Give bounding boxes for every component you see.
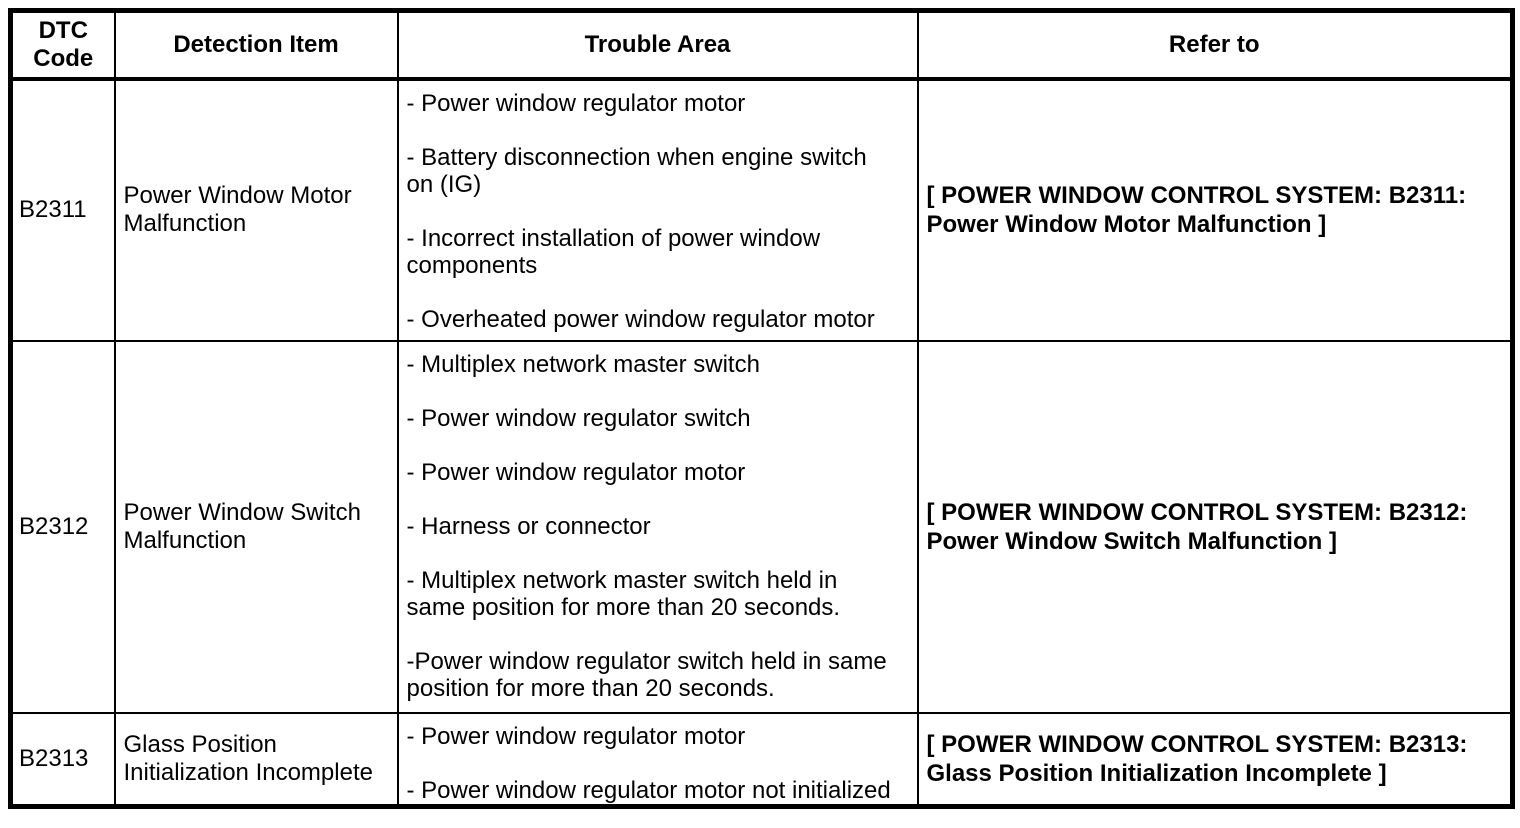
table-row: B2312 Power Window Switch Malfunction - … [9,339,1514,714]
refer-to-link[interactable]: [ POWER WINDOW CONTROL SYSTEM: B2311: Po… [926,182,1467,238]
trouble-area-item: - Power window regulator motor [406,89,746,117]
trouble-area-item: -Power window regulator switch held in s… [406,647,887,702]
table-header-row: DTC Code Detection Item Trouble Area Ref… [9,9,1514,81]
trouble-area-cell: - Power window regulator motor - Power w… [396,711,919,808]
refer-to-link[interactable]: [ POWER WINDOW CONTROL SYSTEM: B2313: Gl… [926,730,1468,787]
trouble-area-item: - Incorrect installation of power window… [406,224,821,279]
trouble-area-item: - Power window regulator motor [406,722,746,750]
trouble-area-item: - Multiplex network master switch [406,350,760,378]
dtc-code-cell: B2313 [9,711,116,808]
table-row: B2311 Power Window Motor Malfunction - P… [9,77,1514,342]
table-row: B2313 Glass Position Initialization Inco… [9,711,1514,808]
trouble-area-list: - Power window regulator motor - Power w… [407,723,896,804]
dtc-code-cell: B2311 [9,77,116,342]
detection-item-cell: Power Window Motor Malfunction [113,77,399,342]
refer-to-cell: [ POWER WINDOW CONTROL SYSTEM: B2313: Gl… [916,711,1514,808]
trouble-area-item: - Power window regulator switch [406,404,751,432]
trouble-area-item: - Multiplex network master switch held i… [406,566,841,621]
trouble-area-cell: - Power window regulator motor - Battery… [396,77,919,342]
trouble-area-list: - Multiplex network master switch - Powe… [407,351,896,702]
refer-to-link[interactable]: [ POWER WINDOW CONTROL SYSTEM: B2312: Po… [926,498,1468,555]
column-header-refer-to: Refer to [916,9,1514,81]
column-header-dtc-code: DTC Code [9,9,116,81]
refer-to-cell: [ POWER WINDOW CONTROL SYSTEM: B2311: Po… [916,77,1514,342]
trouble-area-item: - Harness or connector [406,512,651,540]
trouble-area-item: - Battery disconnection when engine swit… [406,143,867,198]
detection-item-cell: Glass Position Initialization Incomplete [113,711,399,808]
trouble-area-item: - Overheated power window regulator moto… [406,305,875,333]
trouble-area-item: - Power window regulator motor [406,458,746,486]
column-header-detection-item: Detection Item [113,9,399,81]
refer-to-cell: [ POWER WINDOW CONTROL SYSTEM: B2312: Po… [916,339,1514,714]
column-header-trouble-area: Trouble Area [396,9,919,81]
trouble-area-item: - Power window regulator motor not initi… [406,776,891,804]
trouble-area-list: - Power window regulator motor - Battery… [407,90,896,333]
trouble-area-cell: - Multiplex network master switch - Powe… [396,339,919,714]
dtc-code-table: DTC Code Detection Item Trouble Area Ref… [8,8,1515,809]
detection-item-cell: Power Window Switch Malfunction [113,339,399,714]
dtc-code-cell: B2312 [9,339,116,714]
